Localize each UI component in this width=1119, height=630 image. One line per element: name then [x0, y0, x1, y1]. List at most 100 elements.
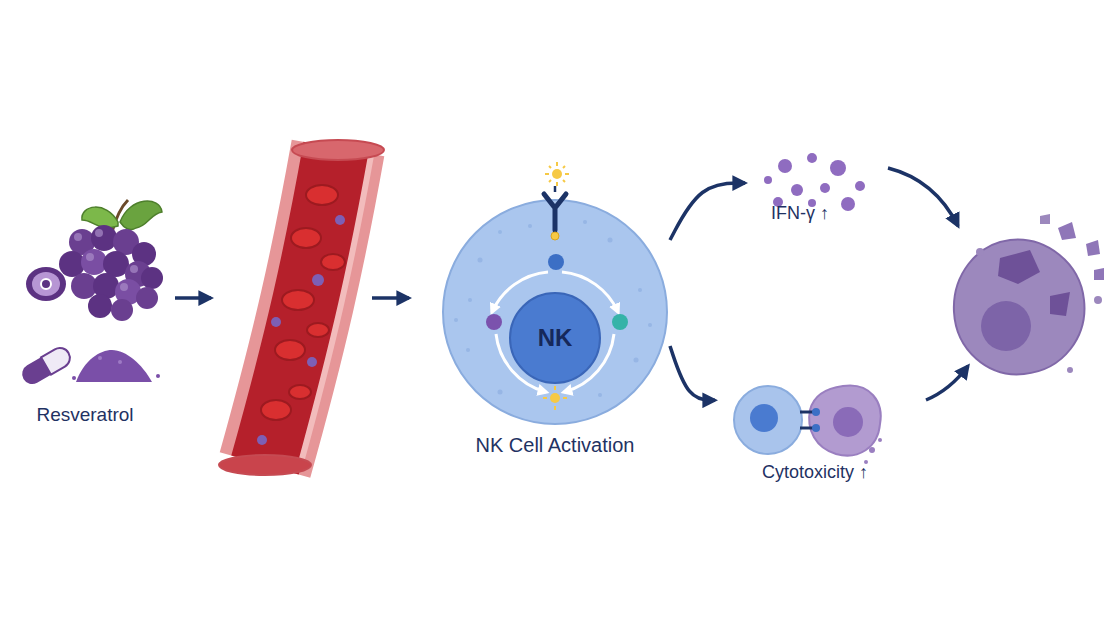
grape-cluster-part [82, 207, 118, 228]
grape-cluster-part [113, 229, 139, 255]
cell-speckles-part [638, 288, 642, 292]
blood-vessel-part [265, 148, 338, 465]
blood-vessel-part [306, 185, 338, 205]
blood-vessel-part [335, 215, 345, 225]
signaling-molecules-part [612, 314, 628, 330]
grape-cluster-part [103, 251, 129, 277]
blood-vessel-part [291, 228, 321, 248]
cytokine-dots-part [855, 181, 865, 191]
grape-cluster-part [141, 267, 163, 289]
cytokine-dots-part [830, 160, 846, 176]
receptor-symbol-part-part [563, 180, 565, 182]
cytokine-dots-part [841, 197, 855, 211]
cell-speckles-part [454, 318, 458, 322]
signaling-arrows-part [496, 334, 546, 392]
cell-nucleus-circle [510, 293, 600, 383]
cytokine-dots-part [807, 153, 817, 163]
blood-vessel-part [275, 340, 305, 360]
cell-speckles-part [598, 393, 602, 397]
grape-cluster-part [91, 225, 117, 251]
signaling-molecules-part [550, 393, 560, 403]
blood-vessel-part [261, 400, 291, 420]
cell-speckles-part [583, 220, 587, 224]
apoptotic-cell-part [1094, 296, 1102, 304]
cell-speckles [454, 220, 652, 397]
grape-cluster-part [71, 273, 97, 299]
blood-vessel-part [271, 317, 281, 327]
nk-cell: NK Cell ActivationNK [440, 195, 670, 460]
blood-vessel-part [307, 323, 329, 337]
capsule [18, 344, 73, 387]
cell-speckles-part [648, 323, 652, 327]
signaling-arrows-part [564, 334, 614, 392]
apoptotic-cell-part [1094, 268, 1104, 280]
receptor-symbol-part-part [549, 180, 551, 182]
grape-cluster-part [112, 200, 128, 232]
powder-pile-part [156, 374, 160, 378]
cell-speckles-part [498, 390, 503, 395]
cell-speckles-part [528, 224, 532, 228]
apoptotic-cell [954, 214, 1104, 374]
capsule-part [41, 344, 74, 374]
blood-vessel-part [289, 385, 311, 399]
blood-vessel-part [282, 290, 314, 310]
nk-target-contact-part [734, 386, 802, 454]
nk-target-contact [734, 385, 882, 464]
apoptotic-cell-part [954, 240, 1085, 375]
blood-vessel-part [219, 455, 311, 475]
cell-nucleus-label: NK [510, 326, 600, 350]
receptor-symbol-part [545, 162, 569, 186]
cytotoxicity-group-label: Cytotoxicity ↑ [715, 460, 915, 484]
flow-arrow-part [175, 296, 211, 300]
flow-arrow [670, 346, 715, 400]
cytotoxicity-group: Cytotoxicity ↑ [715, 378, 915, 484]
apoptotic-cell-part [981, 301, 1031, 351]
apoptotic-cell-part [998, 250, 1040, 284]
flow-arrow [670, 183, 745, 240]
signaling-arrows-part [492, 272, 548, 312]
grape-cluster-part [132, 242, 156, 266]
cell-speckles-part [608, 238, 613, 243]
receptor-symbol-part-part [556, 182, 558, 186]
grape-cluster-part [86, 253, 94, 261]
powder-pile [72, 350, 160, 382]
blood-vessel-part [292, 140, 384, 160]
signaling-arrows-part [562, 272, 618, 312]
signaling-molecules-part [548, 254, 564, 270]
nk-target-contact-part [812, 408, 820, 416]
receptor-symbol-part [554, 186, 557, 192]
grape-cluster-part [115, 279, 141, 305]
cell-speckles-part [498, 230, 502, 234]
grape-cluster-part [26, 267, 66, 301]
receptor-symbol-part-part [565, 173, 569, 175]
apoptotic-cell-part [1086, 240, 1100, 256]
cytokine-dots [764, 153, 865, 211]
nk-target-contact-part [878, 438, 882, 442]
nk-target-contact-part [833, 407, 863, 437]
blood-vessel-part [257, 435, 267, 445]
blood-vessel-part [300, 150, 372, 466]
grape-cluster-part [130, 265, 138, 273]
signaling-molecules-part-part [554, 406, 556, 410]
receptor-symbol-part [552, 169, 562, 179]
grape-cluster-part [74, 233, 82, 241]
apoptotic-cell-part [976, 248, 984, 256]
receptor-symbol-part [544, 194, 566, 230]
signaling-molecules-part-part [563, 397, 567, 399]
blood-vessel-part [265, 148, 338, 465]
grape-cluster-part [93, 273, 119, 299]
blood-vessel-part [312, 274, 324, 286]
flow-arrow-part [372, 296, 409, 300]
nk-target-contact-part [812, 424, 820, 432]
grape-cluster-part [81, 249, 107, 275]
grape-cluster-part [111, 299, 133, 321]
ingredient-group: Resveratrol [10, 225, 160, 430]
receptor-symbol-part-part [563, 166, 565, 168]
apoptotic-cell-part [1067, 367, 1073, 373]
grape-cluster-part [95, 229, 103, 237]
ingredient-group-label: Resveratrol [10, 403, 160, 427]
